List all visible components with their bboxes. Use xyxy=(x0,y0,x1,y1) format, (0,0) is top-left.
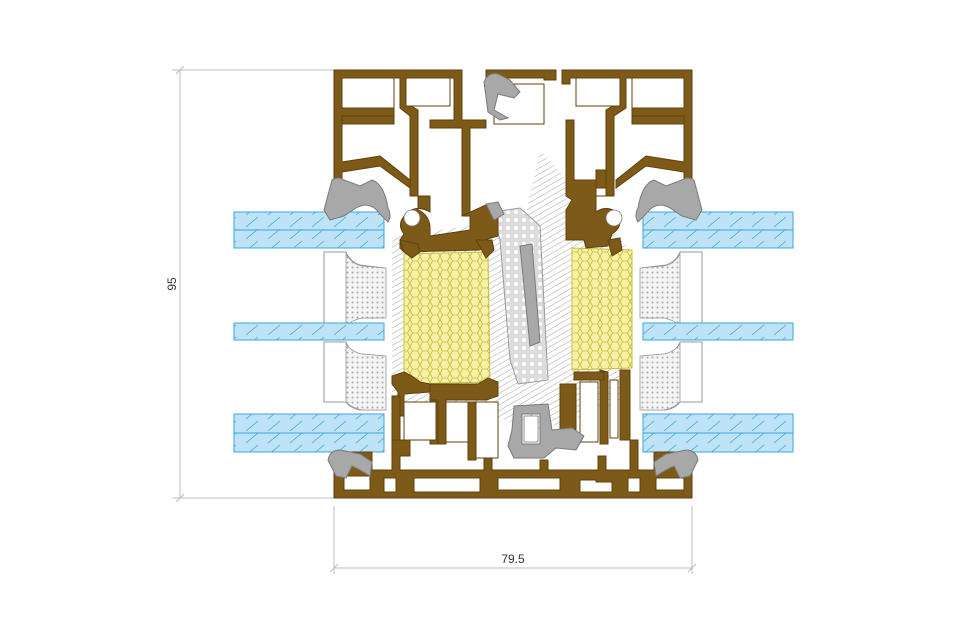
top-left-glazing-gasket xyxy=(323,177,391,223)
width-dimension-label: 79.5 xyxy=(501,552,525,566)
gaskets xyxy=(323,73,703,479)
center-vertical-gasket xyxy=(519,243,541,347)
top-right-glazing-gasket xyxy=(635,177,703,223)
height-dimension xyxy=(172,65,334,503)
bottom-right-glazing-gasket xyxy=(653,449,699,479)
gasket-holes xyxy=(403,209,623,443)
honeycomb-insulation xyxy=(403,247,633,385)
width-dimension xyxy=(329,506,697,574)
center-bottom-seal-gasket xyxy=(507,403,585,459)
left-glass-panes xyxy=(233,211,385,453)
height-dimension-label: 95 xyxy=(165,277,179,291)
top-center-seal-gasket xyxy=(483,73,521,121)
frame-chambers xyxy=(341,77,685,459)
bottom-left-glazing-gasket xyxy=(327,449,373,479)
right-panel-infill xyxy=(639,251,703,411)
sash-left-inner-gasket xyxy=(485,201,505,221)
right-glass-panes xyxy=(642,211,794,453)
